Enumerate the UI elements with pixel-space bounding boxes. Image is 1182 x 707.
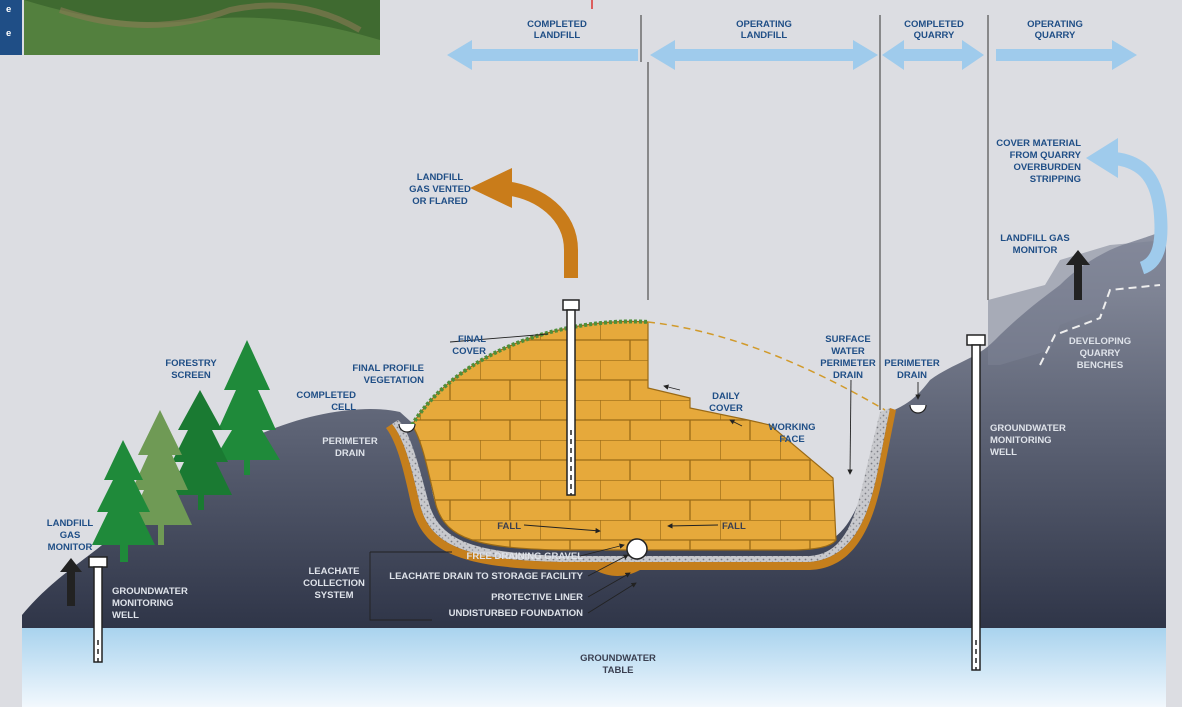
leachate-pipe <box>626 538 648 560</box>
surface-water-label-1: SURFACE <box>825 334 870 345</box>
benches-label-1: DEVELOPING <box>1069 336 1131 347</box>
gas-vent-arrow <box>503 181 578 278</box>
completed-landfill-arrow <box>447 40 638 70</box>
ground-profile <box>22 230 1166 628</box>
completed-quarry-arrow <box>882 40 984 70</box>
perimeter-drain-left <box>398 423 416 433</box>
gw-well-left <box>93 566 103 663</box>
gw-well-right <box>971 344 981 671</box>
forestry-label-1: FORESTRY <box>165 358 217 369</box>
working-face-label-1: WORKING <box>769 422 816 433</box>
final-profile-label-2: VEGETATION <box>364 375 424 386</box>
surface-water-label-3: PERIMETER <box>820 358 876 369</box>
benches-label-3: BENCHES <box>1077 360 1123 371</box>
gw-right-label-1: GROUNDWATER <box>990 423 1066 434</box>
perimeter-drain-left-label-1: PERIMETER <box>322 436 378 447</box>
inset-text-1: e <box>6 4 11 15</box>
gas-monitor-right <box>1066 250 1090 300</box>
daily-cover-label-1: DAILY <box>712 391 740 402</box>
final-cover-label-2: COVER <box>452 346 486 357</box>
labels: LANDFILL GAS VENTED OR FLARED COVER MATE… <box>47 138 1131 676</box>
operating-quarry-arrow <box>996 40 1137 70</box>
gas-monitor-left-label-3: MONITOR <box>48 542 93 553</box>
leachate-system-label-2: COLLECTION <box>303 578 365 589</box>
gas-monitor-right-label-2: MONITOR <box>1013 245 1058 256</box>
gas-monitor-left-label-1: LANDFILL <box>47 518 94 529</box>
cover-material-label-4: STRIPPING <box>1030 174 1081 185</box>
final-profile-label-1: FINAL PROFILE <box>352 363 424 374</box>
gw-left-label-3: WELL <box>112 610 139 621</box>
benches-label-2: QUARRY <box>1080 348 1121 359</box>
leachate-system-label-1: LEACHATE <box>308 566 359 577</box>
fall-left-label: FALL <box>497 521 521 532</box>
cover-material-label-3: OVERBURDEN <box>1013 162 1081 173</box>
zone-operating-landfill-line2: LANDFILL <box>741 30 788 41</box>
perimeter-drain-right-label-2: DRAIN <box>897 370 927 381</box>
gw-right-label-3: WELL <box>990 447 1017 458</box>
leachate-system-label-3: SYSTEM <box>314 590 353 601</box>
free-draining-label: FREE DRAINING GRAVEL <box>467 551 584 562</box>
leachate-drain-label: LEACHATE DRAIN TO STORAGE FACILITY <box>389 571 583 582</box>
zone-completed-quarry-line1: COMPLETED <box>904 19 964 30</box>
cover-material-arrow <box>1109 151 1168 275</box>
gas-monitor-left-label-2: GAS <box>60 530 81 541</box>
fall-right-label: FALL <box>722 521 746 532</box>
gw-left-label-1: GROUNDWATER <box>112 586 188 597</box>
protective-liner-label: PROTECTIVE LINER <box>491 592 583 603</box>
zone-completed-landfill-line2: LANDFILL <box>534 30 581 41</box>
undisturbed-label: UNDISTURBED FOUNDATION <box>449 608 584 619</box>
gas-vented-label-3: OR FLARED <box>412 196 468 207</box>
daily-cover-label-2: COVER <box>709 403 743 414</box>
groundwater-band <box>22 628 1166 707</box>
zone-completed-landfill-line1: COMPLETED <box>527 19 587 30</box>
cover-material-label-2: FROM QUARRY <box>1010 150 1082 161</box>
forestry-trees <box>92 340 280 562</box>
gas-vented-label-2: GAS VENTED <box>409 184 471 195</box>
groundwater-table-label-1: GROUNDWATER <box>580 653 656 664</box>
perimeter-drain-right-label-1: PERIMETER <box>884 358 940 369</box>
gas-vented-label-1: LANDFILL <box>417 172 464 183</box>
groundwater-table-label-2: TABLE <box>603 665 634 676</box>
operating-landfill-arrow <box>650 40 878 70</box>
gas-monitor-left <box>60 558 82 606</box>
forestry-label-2: SCREEN <box>171 370 211 381</box>
completed-cell-label-2: CELL <box>331 402 356 413</box>
gw-right-label-2: MONITORING <box>990 435 1052 446</box>
inset-panel <box>0 0 22 55</box>
inset-text-2: e <box>6 28 11 39</box>
gw-left-label-2: MONITORING <box>112 598 174 609</box>
zone-operating-landfill-line1: OPERATING <box>736 19 792 30</box>
zone-operating-quarry-line2: QUARRY <box>1035 30 1076 41</box>
surface-water-label-4: DRAIN <box>833 370 863 381</box>
zone-operating-quarry-line1: OPERATING <box>1027 19 1083 30</box>
perimeter-drain-left-label-2: DRAIN <box>335 448 365 459</box>
final-cover-label-1: FINAL <box>458 334 486 345</box>
working-face-label-2: FACE <box>779 434 804 445</box>
zone-completed-quarry-line2: QUARRY <box>914 30 955 41</box>
completed-cell-label-1: COMPLETED <box>296 390 356 401</box>
gas-monitor-right-label-1: LANDFILL GAS <box>1000 233 1070 244</box>
cover-material-label-1: COVER MATERIAL <box>996 138 1081 149</box>
perimeter-drain-right <box>909 404 927 414</box>
surface-water-label-2: WATER <box>831 346 865 357</box>
